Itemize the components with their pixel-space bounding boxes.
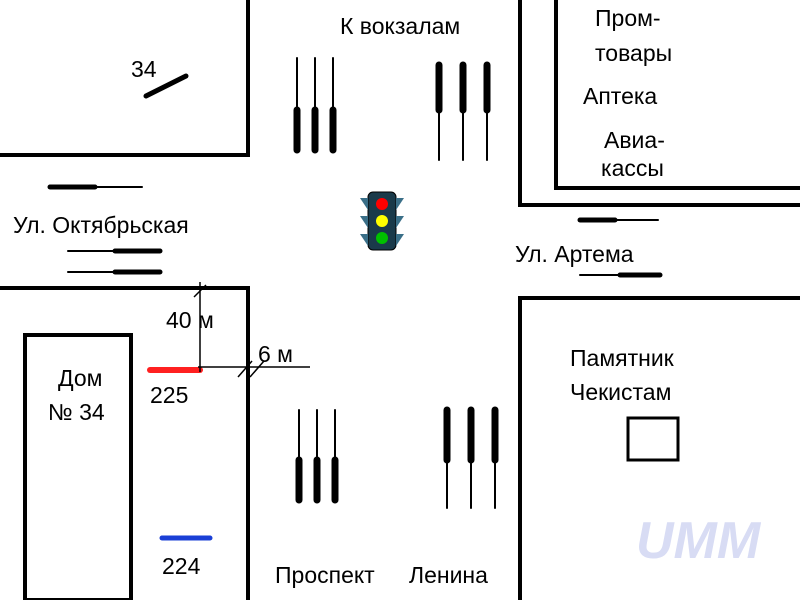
label-house-1: Дом xyxy=(58,365,102,391)
street-label-prospekt: Проспект xyxy=(275,562,375,588)
block-top-right-outer xyxy=(518,0,800,207)
tram-track-icon xyxy=(295,406,499,509)
street-label-artema: Ул. Артема xyxy=(515,241,634,267)
distance-marker-6m xyxy=(198,360,310,378)
block-bottom-left xyxy=(0,286,250,600)
street-label-lenina: Ленина xyxy=(409,562,488,588)
traffic-light-icon xyxy=(360,191,404,251)
label-stop-225: 225 xyxy=(150,382,188,408)
label-pharmacy: Аптека xyxy=(583,83,657,109)
block-top-left xyxy=(0,0,250,157)
label-prom-1: Пром- xyxy=(595,5,661,31)
street-label-oktyabrskaya: Ул. Октябрьская xyxy=(13,212,189,238)
label-avia-1: Авиа- xyxy=(604,127,665,153)
watermark: UMM xyxy=(636,512,762,570)
label-house-2: № 34 xyxy=(48,399,105,425)
label-distance-6m: 6 м xyxy=(258,341,293,367)
block-bottom-right xyxy=(518,296,800,600)
label-monument-2: Чекистам xyxy=(570,379,671,405)
label-to-stations: К вокзалам xyxy=(340,13,460,39)
block-top-right-inner xyxy=(554,0,800,190)
bus-stop-34-marker xyxy=(143,73,189,99)
monument-icon xyxy=(626,416,680,462)
label-distance-40m: 40 м xyxy=(166,307,214,333)
label-stop-34: 34 xyxy=(131,56,157,82)
label-monument-1: Памятник xyxy=(570,345,675,371)
distance-marker-40m xyxy=(193,282,207,372)
house-34-building xyxy=(23,333,133,600)
label-prom-2: товары xyxy=(595,40,672,66)
label-avia-2: кассы xyxy=(601,155,664,181)
label-stop-224: 224 xyxy=(162,553,201,579)
traffic-arrow-icon xyxy=(47,184,663,278)
tram-track-icon xyxy=(293,57,491,161)
